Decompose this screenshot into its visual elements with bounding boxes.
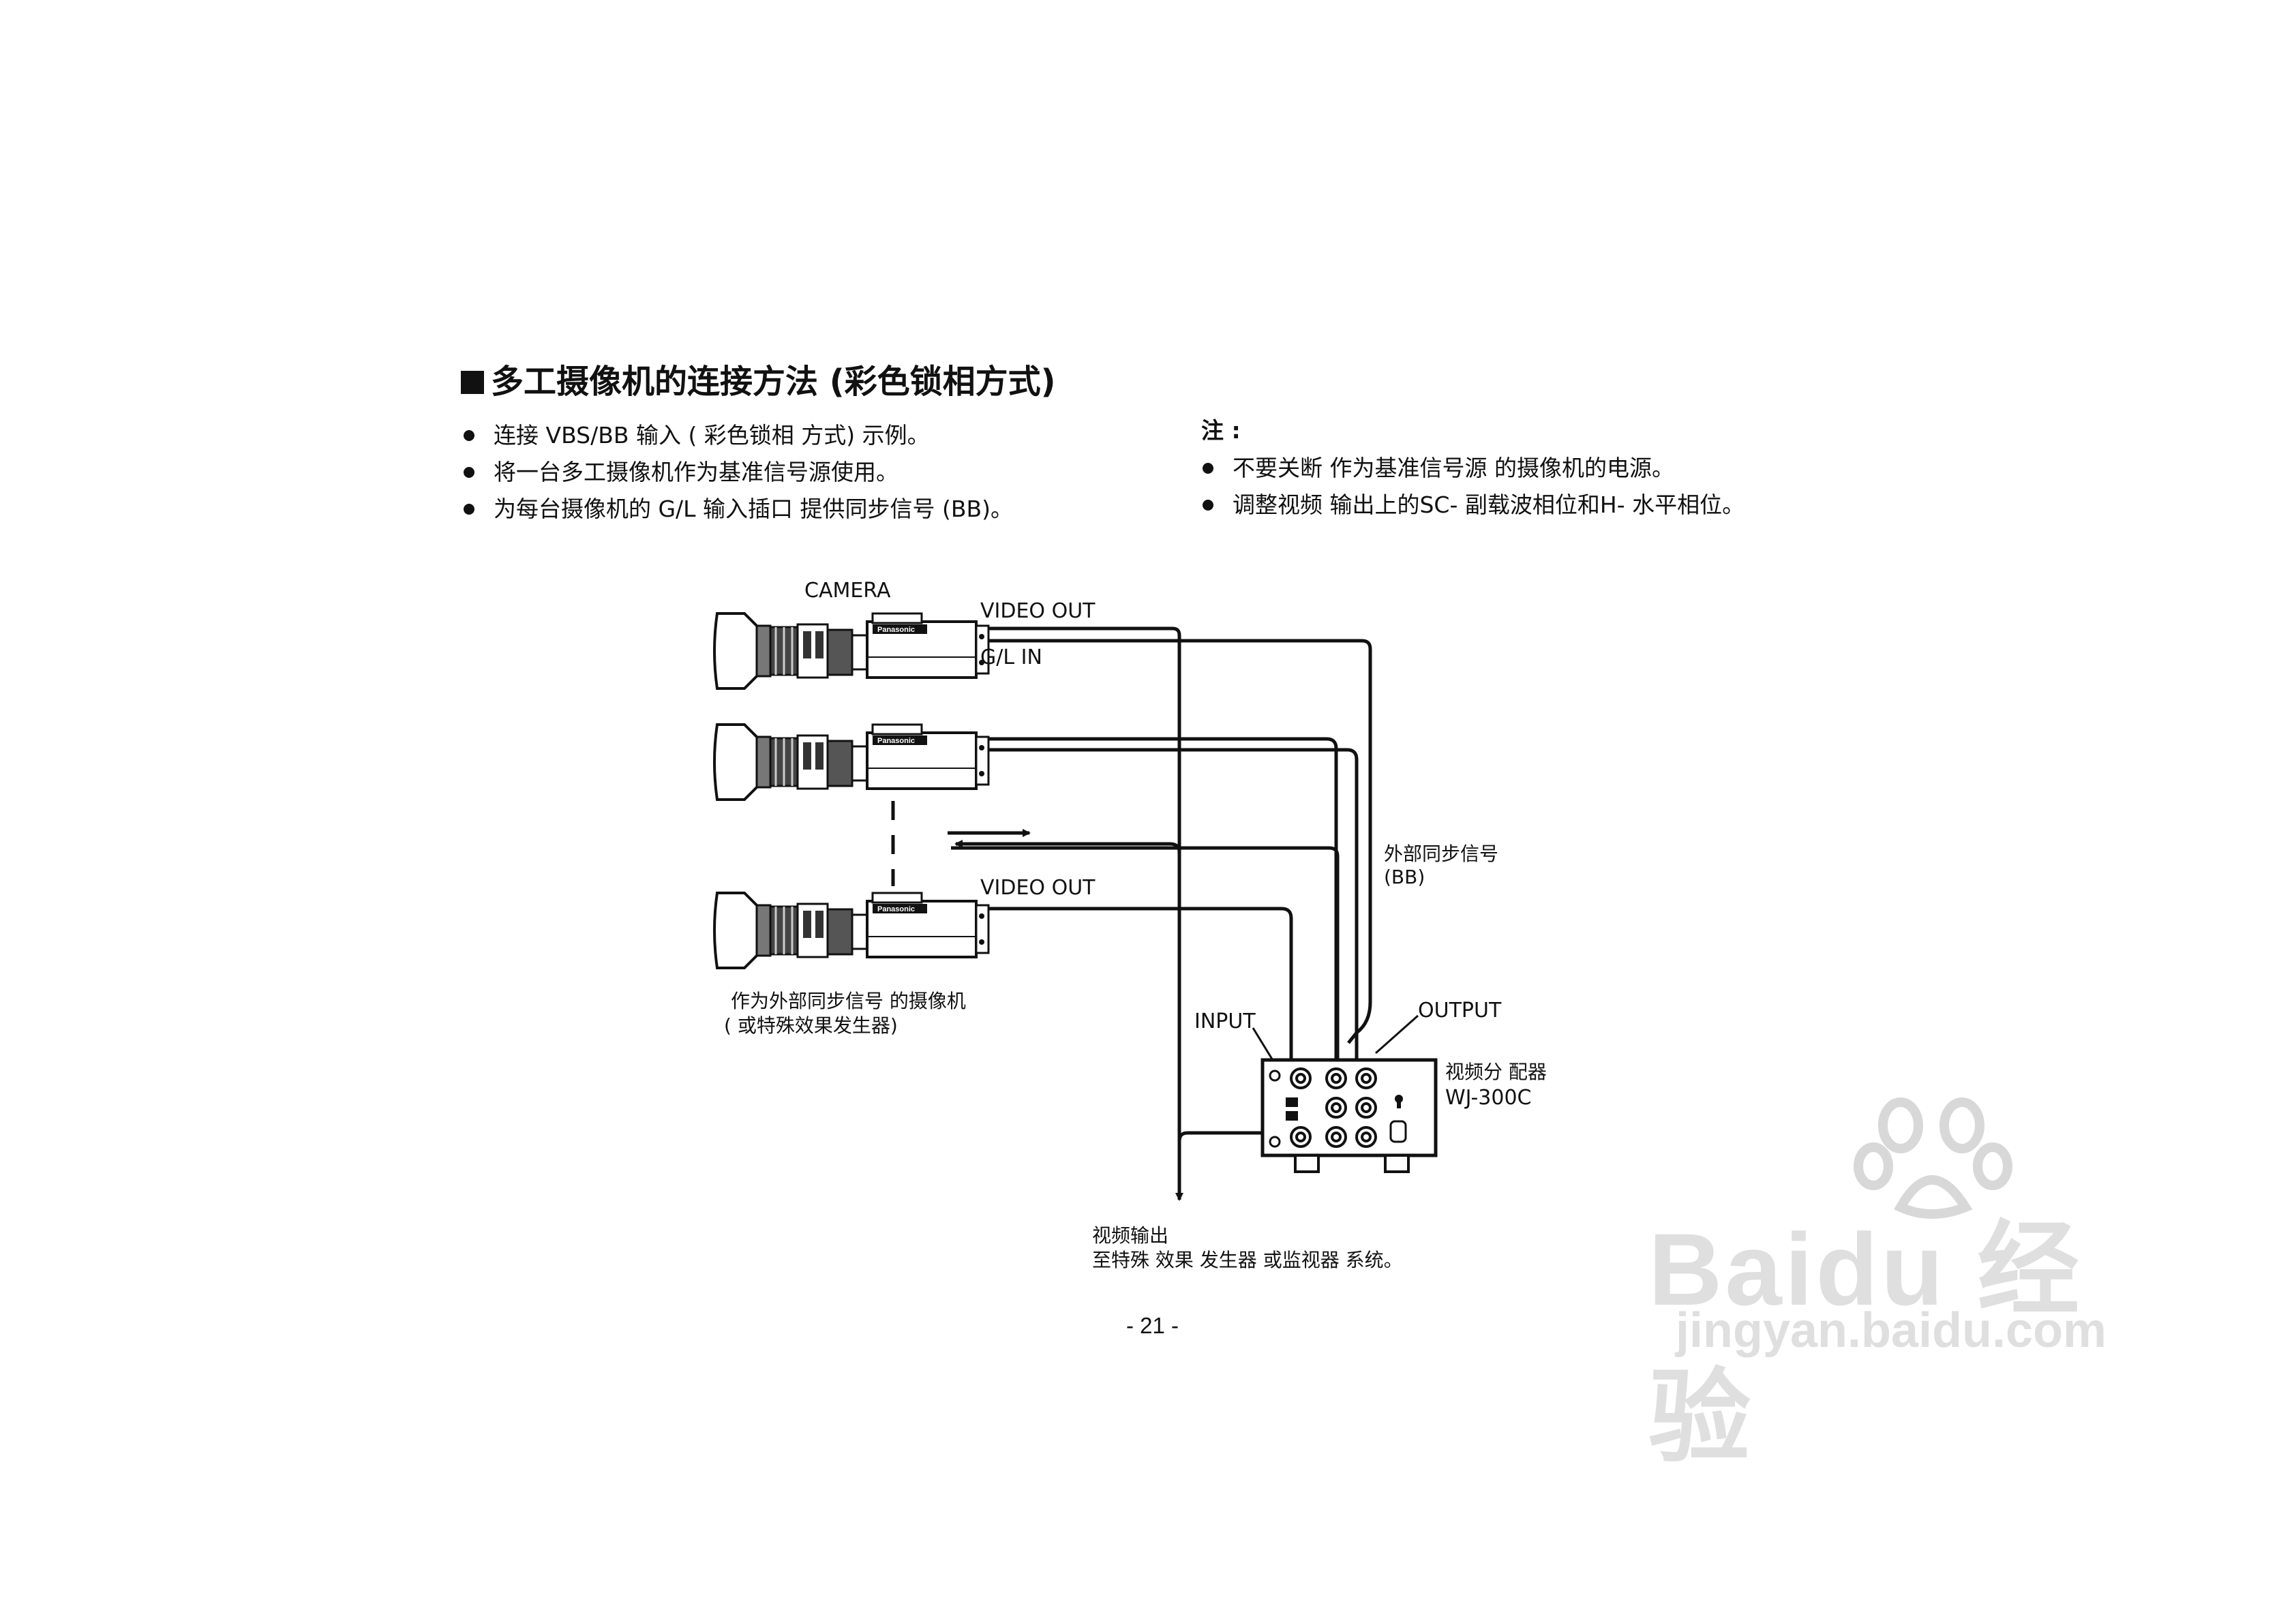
camera-label: CAMERA: [804, 579, 891, 603]
watermark-site: jingyan.baidu.com: [1676, 1303, 2107, 1358]
distributor-device-icon: [1260, 1058, 1438, 1173]
list-item: 将一台多工摄像机作为基准信号源使用。: [461, 454, 1013, 491]
video-out-top-label: VIDEO OUT: [980, 599, 1096, 623]
watermark-brand: Baidu 经验: [1648, 1212, 2083, 1474]
camera-1-icon: [713, 612, 990, 690]
cable-mid-sync: [951, 846, 1340, 1091]
output-leader: [1375, 1014, 1419, 1055]
square-bullet-icon: [461, 371, 484, 394]
input-label: INPUT: [1194, 1010, 1256, 1033]
page-title-text: 多工摄像机的连接方法 (彩色锁相方式): [491, 363, 1056, 401]
video-out-bottom-label: VIDEO OUT: [980, 876, 1096, 900]
ext-sync-label: 外部同步信号: [1384, 843, 1498, 865]
distributor-label: 视频分 配器: [1445, 1061, 1547, 1083]
list-item: 为每台摄像机的 G/L 输入插口 提供同步信号 (BB)。: [461, 491, 1013, 528]
page-title: 多工摄像机的连接方法 (彩色锁相方式): [461, 354, 1056, 402]
camera-2-icon: [713, 723, 990, 801]
camera-brand-label: Panasonic: [877, 905, 915, 913]
gl-in-label: G/L IN: [980, 646, 1042, 669]
cable-cam3-video-out: [988, 907, 1293, 1074]
cable-distributor-out: [1177, 1131, 1283, 1142]
baidu-watermark: Baidu 经验 jingyan.baidu.com: [1648, 1084, 2180, 1474]
page-number: - 21 -: [1126, 1313, 1179, 1338]
video-output-label: 视频输出: [1092, 1224, 1168, 1247]
cable-cam1-video-out: [988, 626, 1183, 1201]
reference-camera-note: ( 或特殊效果发生器): [724, 1014, 898, 1037]
video-output-destination: 至特殊 效果 发生器 或监视器 系统。: [1092, 1249, 1403, 1271]
reference-camera-label: 作为外部同步信号 的摄像机: [731, 990, 966, 1012]
list-item: 不要关断 作为基准信号源 的摄像机的电源。: [1200, 450, 1744, 487]
distributor-model: WJ-300C: [1445, 1086, 1531, 1110]
note-label: 注 :: [1201, 417, 1241, 444]
list-item: 调整视频 输出上的SC- 副载波相位和H- 水平相位。: [1200, 487, 1744, 524]
ext-sync-bb-label: (BB): [1384, 866, 1425, 888]
camera-brand-label: Panasonic: [877, 737, 915, 745]
output-label: OUTPUT: [1418, 999, 1502, 1022]
camera-brand-label: Panasonic: [877, 626, 915, 634]
cable-cam1-gl-in: [988, 639, 1372, 1044]
list-item: 连接 VBS/BB 输入 ( 彩色锁相 方式) 示例。: [461, 417, 1013, 454]
paw-logo-icon: [1854, 1097, 2012, 1219]
left-bullet-list: 连接 VBS/BB 输入 ( 彩色锁相 方式) 示例。 将一台多工摄像机作为基准…: [461, 417, 1013, 528]
camera-3-icon: [713, 892, 990, 969]
note-bullet-list: 不要关断 作为基准信号源 的摄像机的电源。 调整视频 输出上的SC- 副载波相位…: [1200, 450, 1744, 524]
cable-cam2-video-out: [988, 737, 1338, 1091]
cable-cam2-gl-in: [988, 748, 1359, 1063]
